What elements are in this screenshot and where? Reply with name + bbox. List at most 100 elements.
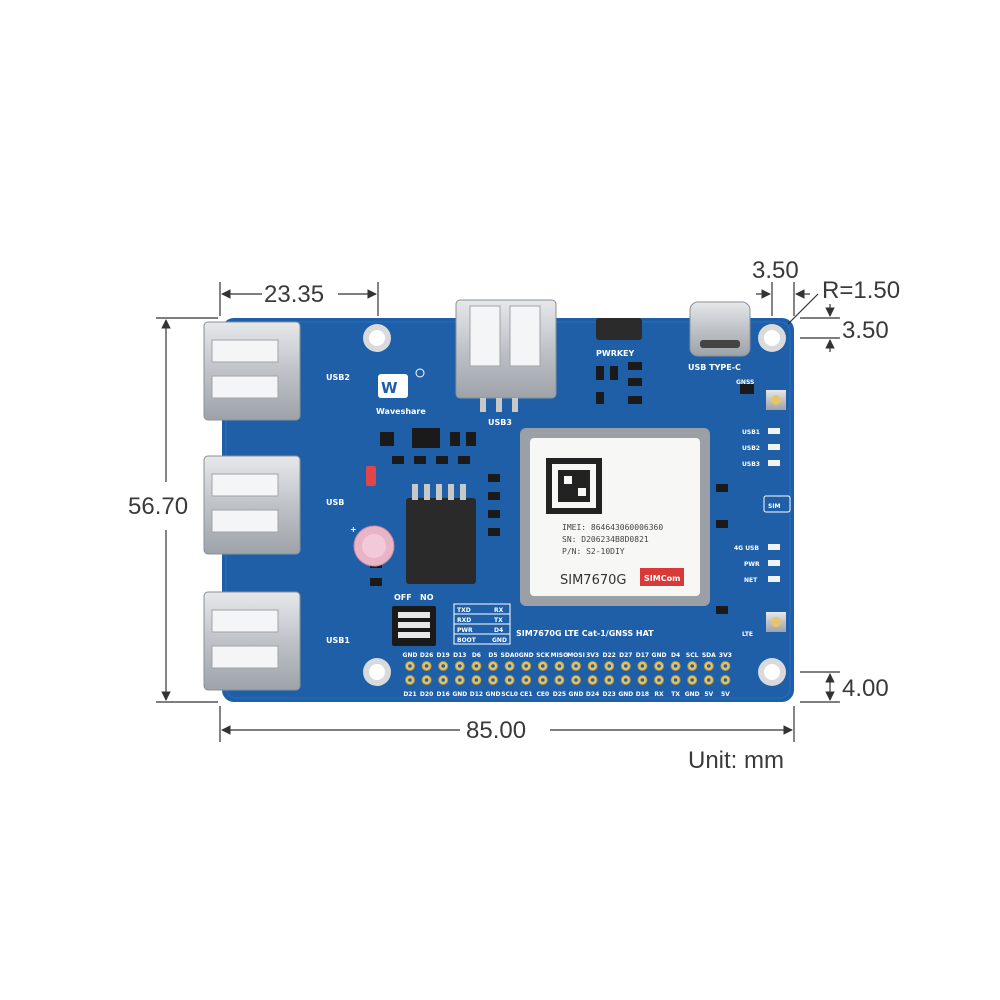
gpio-pin-hole: [607, 664, 611, 668]
gpio-pin-hole: [541, 678, 545, 682]
smd-components: [370, 362, 754, 614]
gpio-pin-hole: [574, 678, 578, 682]
gpio-pin-hole: [673, 678, 678, 682]
gpio-label-bottom: D21: [403, 691, 416, 698]
led-usb3-label: USB3: [742, 461, 760, 468]
uart-cell: RX: [494, 607, 504, 614]
gpio-label-top: D22: [603, 652, 616, 659]
gpio-pin-hole: [673, 664, 678, 668]
gpio-pin-hole: [507, 678, 512, 682]
gpio-pin-hole: [541, 664, 545, 668]
unit-label: Unit: mm: [688, 747, 784, 774]
dip-switch: [392, 606, 436, 646]
uart-cell: D4: [494, 627, 503, 634]
uart-table: TXD RX RXD TX PWR D4 BOOT GND: [453, 603, 511, 645]
gpio-pin-hole: [524, 678, 528, 682]
mounting-holes: [363, 324, 786, 686]
gpio-label-top: D6: [472, 652, 481, 659]
dim-hole-offset-y: 3.50: [842, 317, 889, 344]
gpio-pin-hole: [640, 664, 645, 668]
led-usb1-label: USB1: [742, 429, 760, 436]
gpio-label-top: SDA: [702, 652, 716, 659]
gpio-label-bottom: 5V: [704, 691, 713, 698]
gpio-label-top: GND: [652, 652, 667, 659]
gpio-label-bottom: RX: [654, 691, 664, 698]
gpio-label-bottom: D20: [420, 691, 433, 698]
gpio-label-bottom: D23: [603, 691, 616, 698]
gpio-label-top: D19: [437, 652, 450, 659]
gpio-label-top: D26: [420, 652, 433, 659]
board-title: SIM7670G LTE Cat-1/GNSS HAT: [516, 629, 654, 638]
gpio-pin-hole: [491, 678, 495, 682]
gpio-pin-hole: [408, 678, 412, 682]
gpio-label-top: MISO: [551, 652, 569, 659]
module-model: SIM7670G: [560, 573, 626, 588]
gpio-pin-hole: [574, 664, 578, 668]
gpio-label-bottom: SCL0: [501, 691, 518, 698]
gpio-label-bottom: CE0: [536, 691, 549, 698]
status-leds: [763, 428, 791, 582]
gpio-label-top: D4: [671, 652, 680, 659]
gpio-pin-hole: [624, 678, 628, 682]
gpio-label-top: SCK: [536, 652, 550, 659]
voltage-regulator: [406, 484, 476, 584]
gpio-label-top: MOSI: [567, 652, 585, 659]
module-imei: IMEI: 864643060006360: [562, 523, 663, 532]
lte-label: LTE: [742, 631, 753, 638]
gpio-pin-hole: [424, 664, 429, 668]
gpio-pin-hole: [657, 678, 661, 682]
uart-cell: TX: [494, 617, 503, 624]
led-pwr-label: PWR: [744, 561, 760, 568]
gpio-label-top: D13: [453, 652, 466, 659]
gpio-pin-hole: [424, 678, 429, 682]
usb-label: USB: [326, 498, 344, 507]
module-pn: P/N: S2-10DIY: [562, 547, 625, 556]
gpio-pin-hole: [474, 664, 479, 668]
led-red: [366, 466, 376, 486]
switch-no-label: NO: [420, 593, 434, 602]
gpio-pin-hole: [690, 678, 694, 682]
uart-cell: PWR: [457, 627, 473, 634]
gpio-pin-hole: [458, 664, 462, 668]
usb1-label: USB1: [326, 636, 350, 645]
gpio-label-bottom: CE1: [520, 691, 533, 698]
dim-top-width: 23.35: [264, 281, 324, 308]
antenna-connectors: [766, 390, 786, 632]
pwrkey-button: [596, 318, 642, 340]
gpio-pin-hole: [441, 678, 446, 682]
gpio-label-bottom: D12: [470, 691, 483, 698]
gpio-label-bottom: GND: [618, 691, 633, 698]
sim-module: SIMCom IMEI: 864643060006360 SN: D206234…: [520, 428, 710, 606]
uart-cell: RXD: [457, 617, 471, 624]
uart-cell: TXD: [457, 607, 471, 614]
gpio-pin-hole: [557, 678, 562, 682]
uart-cell: BOOT: [457, 637, 477, 644]
module-sn: SN: D206234B8D0821: [562, 535, 649, 544]
gpio-pin-hole: [441, 664, 446, 668]
gnss-label: GNSS: [736, 379, 754, 386]
gpio-label-bottom: GND: [486, 691, 501, 698]
usb3-label: USB3: [488, 418, 512, 427]
gpio-label-bottom: GND: [685, 691, 700, 698]
gpio-pin-hole: [590, 664, 595, 668]
gpio-label-top: GND: [403, 652, 418, 659]
module-brand: SIMCom: [644, 574, 680, 583]
gpio-pin-hole: [640, 678, 645, 682]
gpio-pin-hole: [690, 664, 694, 668]
gpio-label-bottom: TX: [671, 691, 680, 698]
gpio-label-top: GND: [519, 652, 534, 659]
led-usb2-label: USB2: [742, 445, 760, 452]
led-4g-usb-label: 4G USB: [734, 545, 759, 552]
gpio-label-top: 3V3: [719, 652, 732, 659]
uart-cell: GND: [492, 637, 507, 644]
gpio-label-bottom: GND: [569, 691, 584, 698]
waveshare-logo: W: [378, 368, 425, 398]
dim-corner-radius: R=1.50: [822, 277, 900, 304]
gpio-pin-hole: [491, 664, 495, 668]
usb3-port: [455, 299, 557, 412]
gpio-label-bottom: D18: [636, 691, 649, 698]
gpio-label-bottom: D16: [437, 691, 450, 698]
gpio-label-bottom: D25: [553, 691, 566, 698]
led-net-label: NET: [744, 577, 758, 584]
